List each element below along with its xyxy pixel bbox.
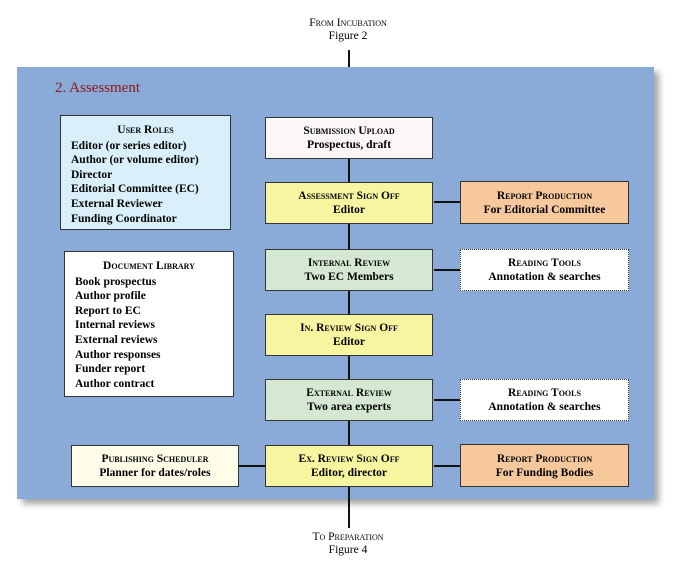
document-item: Internal reviews	[75, 319, 155, 332]
figure-4-text: Figure 4	[328, 544, 368, 556]
internal-review-sub: Two EC Members	[304, 271, 394, 283]
document-item: Author responses	[75, 348, 161, 361]
assessment-sign-off-box: Assessment Sign Off Editor	[265, 182, 433, 224]
submission-upload-sub: Prospectus, draft	[306, 139, 392, 151]
user-role-item: Author (or volume editor)	[71, 154, 199, 167]
document-item: Author contract	[75, 377, 155, 390]
report-production-ec-box: Report Production For Editorial Committe…	[460, 181, 629, 224]
document-item: External reviews	[75, 333, 158, 346]
document-library-box: Document Library Book prospectus Author …	[64, 251, 234, 397]
assessment-sign-off-sub: Editor	[333, 204, 365, 216]
reading-tools-sub-1: Annotation & searches	[488, 271, 601, 283]
reading-tools-box-1: Reading Tools Annotation & searches	[460, 249, 629, 291]
user-role-item: External Reviewer	[71, 197, 163, 210]
figure-2-text: Figure 2	[328, 30, 368, 42]
publishing-scheduler-title: Publishing Scheduler	[101, 453, 209, 465]
assessment-sign-off-title: Assessment Sign Off	[298, 190, 400, 202]
ex-review-sign-off-sub: Editor, director	[310, 467, 388, 479]
user-roles-box: User Roles Editor (or series editor) Aut…	[60, 115, 231, 230]
connector-report-ec	[434, 201, 460, 203]
user-role-item: Funding Coordinator	[71, 212, 177, 225]
connector-reading-1	[434, 269, 460, 271]
in-review-sign-off-title: In. Review Sign Off	[300, 322, 398, 334]
document-item: Author profile	[75, 290, 146, 303]
in-review-sign-off-box: In. Review Sign Off Editor	[265, 314, 433, 356]
panel-title: 2. Assessment	[55, 80, 141, 96]
internal-review-title: Internal Review	[307, 257, 391, 269]
document-item: Funder report	[75, 363, 146, 376]
reading-tools-box-2: Reading Tools Annotation & searches	[460, 379, 629, 421]
document-item: Book prospectus	[75, 275, 157, 288]
from-incubation-text: From Incubation	[309, 17, 387, 29]
ex-review-sign-off-box: Ex. Review Sign Off Editor, director	[265, 445, 433, 487]
connector-scheduler	[239, 465, 265, 467]
internal-review-box: Internal Review Two EC Members	[265, 249, 433, 291]
ex-review-sign-off-title: Ex. Review Sign Off	[298, 453, 400, 465]
connector-report-funding	[434, 465, 460, 467]
user-role-item: Director	[71, 168, 113, 181]
from-incubation-label: From Incubation Figure 2	[288, 17, 408, 43]
external-review-box: External Review Two area experts	[265, 379, 433, 421]
document-item: Report to EC	[75, 304, 141, 317]
document-library-title: Document Library	[103, 260, 195, 272]
in-review-sign-off-sub: Editor	[333, 336, 365, 348]
report-production-ec-sub: For Editorial Committee	[483, 203, 606, 216]
user-role-item: Editor (or series editor)	[71, 139, 187, 152]
publishing-scheduler-box: Publishing Scheduler Planner for dates/r…	[71, 445, 239, 487]
user-role-item: Editorial Committee (EC)	[71, 183, 199, 196]
reading-tools-title-1: Reading Tools	[508, 257, 581, 269]
publishing-scheduler-sub: Planner for dates/roles	[99, 467, 211, 479]
reading-tools-sub-2: Annotation & searches	[488, 401, 601, 413]
report-production-funding-title: Report Production	[496, 452, 593, 465]
submission-upload-title: Submission Upload	[303, 125, 395, 137]
submission-upload-box: Submission Upload Prospectus, draft	[265, 117, 433, 159]
external-review-sub: Two area experts	[307, 401, 391, 413]
report-production-funding-box: Report Production For Funding Bodies	[460, 444, 629, 487]
connector-reading-2	[434, 399, 460, 401]
report-production-funding-sub: For Funding Bodies	[495, 466, 594, 479]
to-preparation-label: To Preparation Figure 4	[288, 531, 408, 557]
reading-tools-title-2: Reading Tools	[508, 387, 581, 399]
report-production-ec-title: Report Production	[496, 189, 593, 202]
external-review-title: External Review	[306, 387, 392, 399]
user-roles-title: User Roles	[117, 124, 174, 136]
to-preparation-text: To Preparation	[312, 531, 384, 543]
